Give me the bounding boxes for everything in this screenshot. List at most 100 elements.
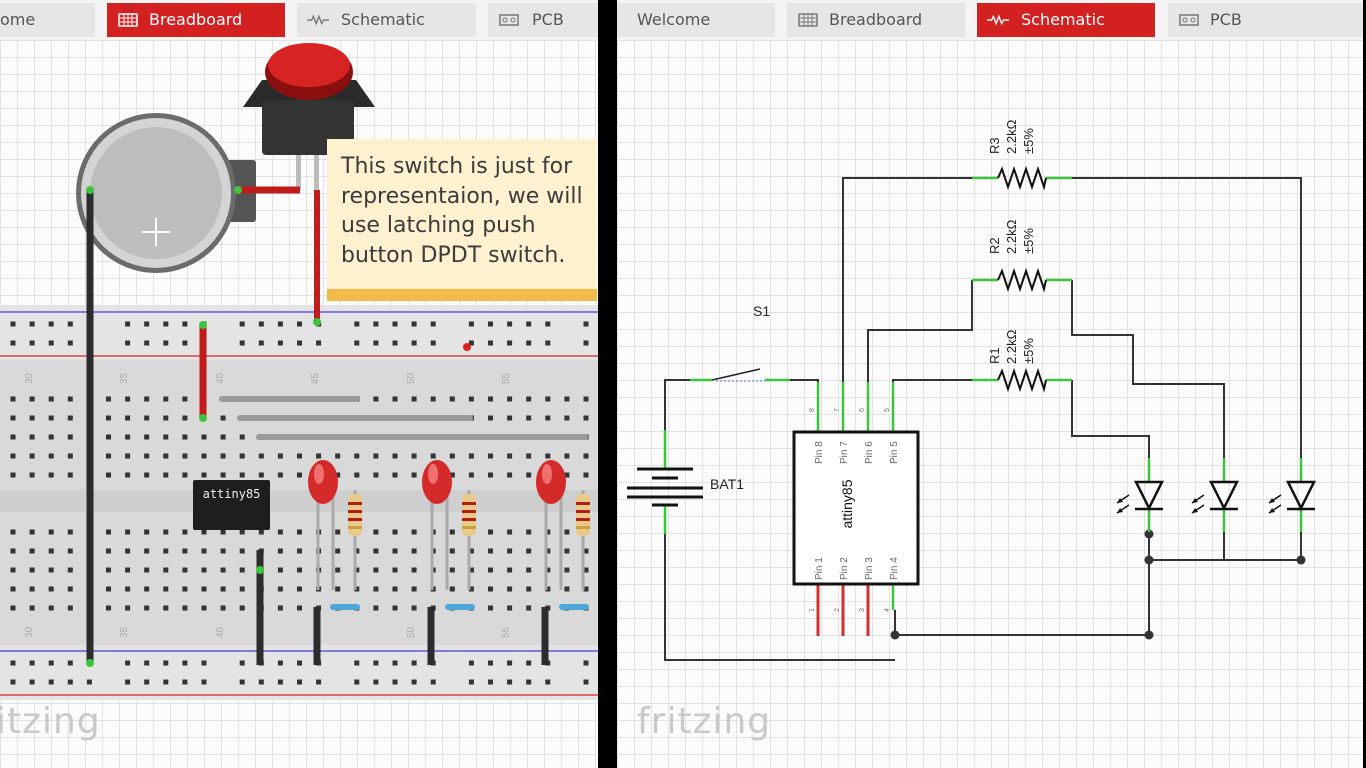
breadboard-hole <box>583 340 589 346</box>
breadboard-hole <box>106 472 111 478</box>
breadboard-hole <box>526 605 532 611</box>
breadboard-hole <box>10 434 16 440</box>
breadboard-hole <box>545 415 551 421</box>
note-text: This switch is just for representaion, w… <box>341 154 583 268</box>
fritzing-watermark: fritzing <box>637 701 772 742</box>
breadboard-hole <box>201 605 207 611</box>
breadboard-hole <box>449 396 455 402</box>
tab-pcb-right[interactable]: PCB <box>1168 3 1363 37</box>
breadboard-icon <box>117 12 139 28</box>
resistor <box>462 494 476 536</box>
breadboard-hole <box>373 660 379 666</box>
breadboard-hole <box>201 567 207 573</box>
breadboard-hole <box>10 340 16 346</box>
breadboard-hole <box>239 660 245 666</box>
breadboard-hole <box>10 453 16 459</box>
breadboard-hole <box>545 586 551 592</box>
breadboard-hole <box>488 567 493 573</box>
attiny85-chip: attiny85 <box>193 480 270 530</box>
tab-welcome-right[interactable]: Welcome <box>617 3 775 37</box>
pin-number: 6 <box>859 408 866 412</box>
breadboard-hole <box>125 321 131 327</box>
column-number: 35 <box>119 372 130 384</box>
breadboard-hole <box>125 415 131 421</box>
breadboard-hole <box>392 321 398 327</box>
breadboard-hole <box>297 567 302 573</box>
breadboard-hole <box>182 472 188 478</box>
breadboard-hole <box>29 679 35 685</box>
tab-breadboard-left[interactable]: Breadboard <box>107 3 285 37</box>
breadboard-hole <box>392 548 398 554</box>
breadboard-hole <box>163 434 169 440</box>
breadboard-hole <box>125 340 131 346</box>
breadboard-hole <box>125 434 131 440</box>
breadboard-hole <box>144 453 150 459</box>
breadboard-hole <box>48 660 54 666</box>
breadboard-hole <box>67 586 73 592</box>
tab-schematic-left[interactable]: Schematic <box>297 3 476 37</box>
breadboard-hole <box>239 529 245 535</box>
breadboard-hole <box>335 567 341 573</box>
breadboard-hole <box>392 586 398 592</box>
breadboard-hole <box>354 472 360 478</box>
breadboard-hole <box>392 679 398 685</box>
breadboard-hole <box>220 605 226 611</box>
column-number: 30 <box>24 626 35 638</box>
breadboard-hole <box>67 548 73 554</box>
connected-pin-stubs <box>663 176 1303 610</box>
breadboard-hole <box>526 472 532 478</box>
note-footer-bar <box>327 289 597 301</box>
breadboard-hole <box>48 396 54 402</box>
schematic-canvas-grid[interactable] <box>617 40 1366 768</box>
pane-divider[interactable] <box>598 0 617 768</box>
tab-schematic-right[interactable]: Schematic <box>977 3 1155 37</box>
breadboard-hole <box>373 396 379 402</box>
breadboard-hole <box>239 548 245 554</box>
column-numbers: 30 35 40 45 50 55 30 35 40 50 55 <box>24 372 512 638</box>
tab-welcome-left[interactable]: ome <box>0 3 95 37</box>
breadboard-hole <box>182 396 188 402</box>
breadboard-hole <box>239 340 245 346</box>
breadboard-hole <box>392 453 398 459</box>
note-callout[interactable]: This switch is just for representaion, w… <box>327 139 597 301</box>
breadboard-hole <box>297 679 302 685</box>
pcb-icon <box>1178 12 1200 28</box>
breadboard-hole <box>277 548 283 554</box>
breadboard-hole <box>526 660 532 666</box>
breadboard-hole <box>29 605 35 611</box>
breadboard-hole <box>488 529 493 535</box>
breadboard-hole <box>392 529 398 535</box>
breadboard-hole <box>182 660 188 666</box>
breadboard-hole <box>526 679 532 685</box>
breadboard-hole <box>163 679 169 685</box>
breadboard-hole <box>220 529 226 535</box>
breadboard-hole <box>507 396 513 402</box>
tab-breadboard-right[interactable]: Breadboard <box>787 3 965 37</box>
breadboard-hole <box>220 548 226 554</box>
breadboard-hole <box>239 321 245 327</box>
top-power-rail <box>0 305 598 360</box>
breadboard-hole <box>449 567 455 573</box>
breadboard-hole <box>10 321 16 327</box>
breadboard-hole <box>163 660 169 666</box>
breadboard-hole <box>316 453 322 459</box>
breadboard-hole <box>239 679 245 685</box>
tab-pcb-left[interactable]: PCB <box>488 3 598 37</box>
breadboard-hole <box>48 415 54 421</box>
breadboard-hole <box>10 660 16 666</box>
schematic-drawing: attiny85 Pin 8 Pin 7 Pin 6 Pin 5 Pin 1 P… <box>627 119 1317 661</box>
led-symbol <box>1191 480 1240 514</box>
breadboard-hole <box>67 321 73 327</box>
breadboard-hole <box>411 679 417 685</box>
breadboard-hole <box>163 340 169 346</box>
breadboard-hole <box>67 340 73 346</box>
push-button <box>243 43 375 190</box>
breadboard-hole <box>564 453 570 459</box>
breadboard-hole <box>125 472 131 478</box>
column-number: 40 <box>215 626 226 638</box>
breadboard-hole <box>258 340 264 346</box>
breadboard-hole <box>411 586 417 592</box>
breadboard-hole <box>220 586 226 592</box>
breadboard-hole <box>144 434 150 440</box>
breadboard-hole <box>277 586 283 592</box>
